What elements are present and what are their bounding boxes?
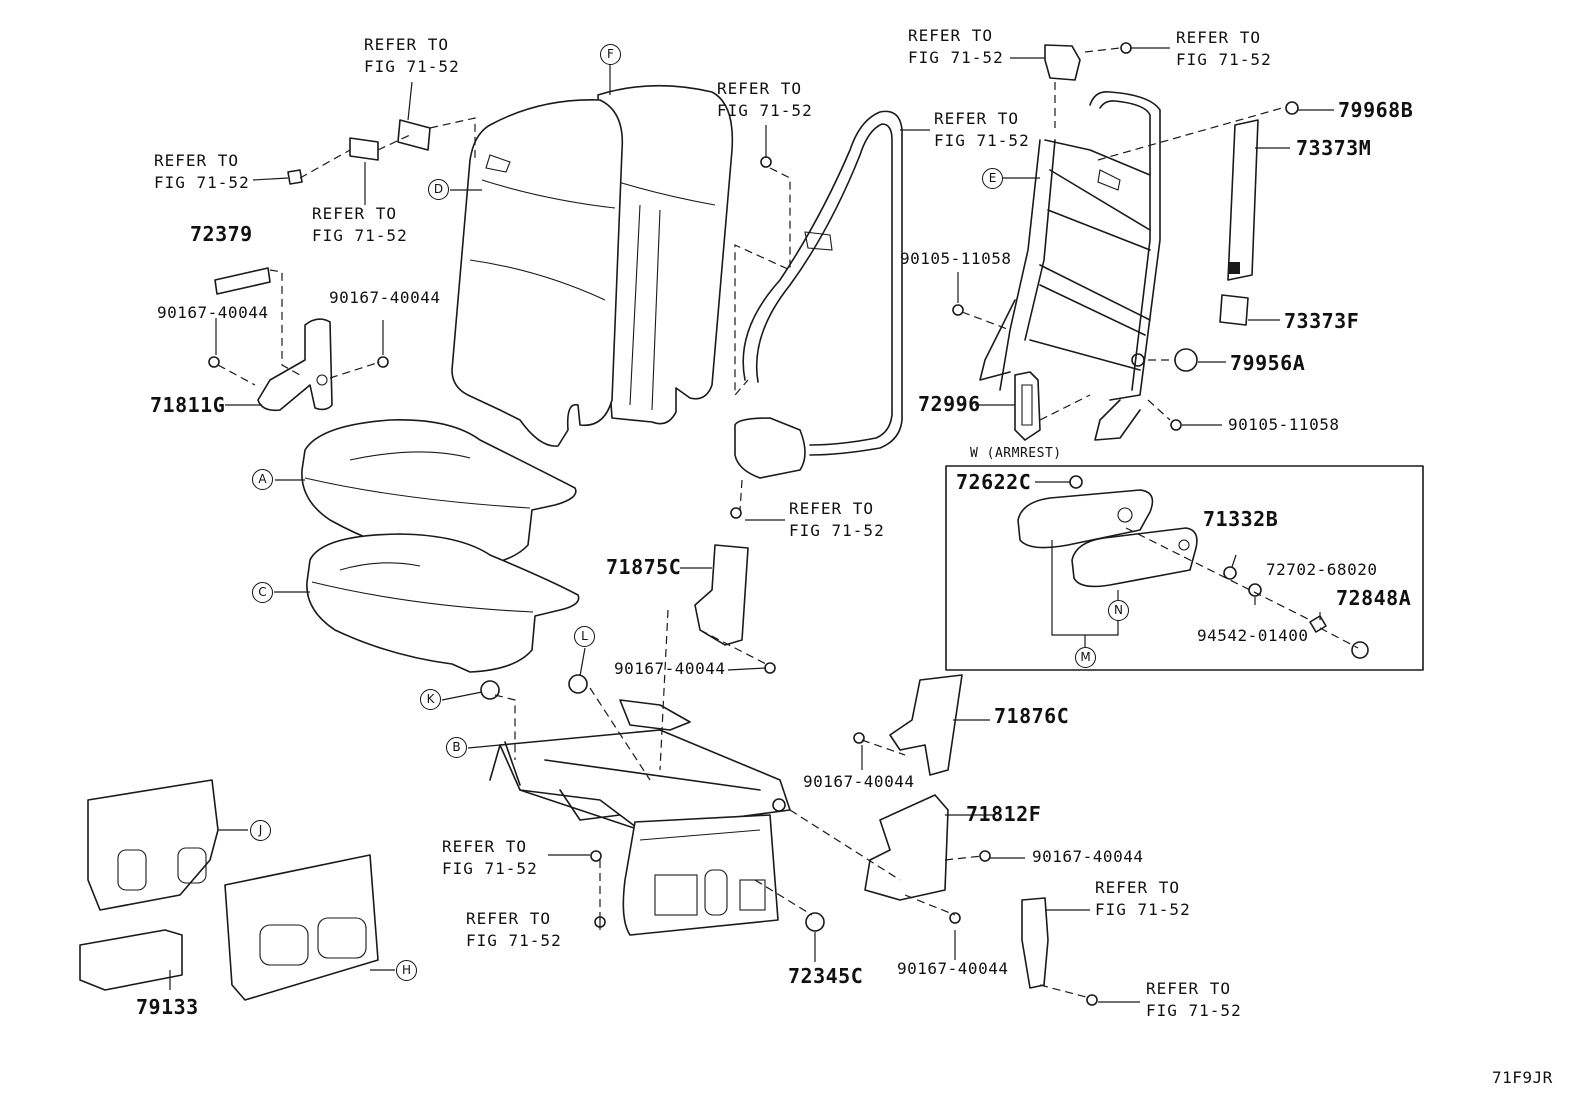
callout-b: B bbox=[446, 737, 467, 758]
callout-n: N bbox=[1108, 600, 1129, 621]
armrest-parts bbox=[1017, 475, 1327, 633]
seat-cushion-cover bbox=[301, 419, 577, 569]
part-90105-11058-lower: 90105-11058 bbox=[1228, 415, 1340, 434]
seatback-pad bbox=[597, 84, 734, 425]
callout-k: K bbox=[420, 689, 441, 710]
plates-71875c-71876c-71812f bbox=[694, 544, 963, 901]
callout-m: M bbox=[1075, 647, 1096, 668]
part-79956a: 79956A bbox=[1230, 351, 1306, 375]
part-71332b: 71332B bbox=[1203, 507, 1279, 531]
callout-e: E bbox=[982, 168, 1003, 189]
part-94542-01400: 94542-01400 bbox=[1197, 626, 1309, 645]
tape-72379 bbox=[214, 267, 271, 295]
part-90167-40044-plate: 90167-40044 bbox=[614, 659, 726, 678]
headrest-guide-parts bbox=[287, 44, 1081, 185]
part-90167-40044-right: 90167-40044 bbox=[1032, 847, 1144, 866]
callout-c: C bbox=[252, 582, 273, 603]
part-71876c: 71876C bbox=[994, 704, 1070, 728]
part-79968b: 79968B bbox=[1338, 98, 1414, 122]
part-90167-40044-bottom: 90167-40044 bbox=[897, 959, 1009, 978]
refer-note-frame-bolt: REFER TO FIG 71-52 bbox=[1176, 28, 1272, 69]
leader-lines bbox=[169, 47, 1334, 1003]
part-72622c: 72622C bbox=[956, 470, 1032, 494]
seatback-frame bbox=[979, 90, 1161, 441]
armrest-box-title: W (ARMREST) bbox=[970, 446, 1062, 461]
assembly-lines bbox=[217, 47, 1359, 999]
part-71875c: 71875C bbox=[606, 555, 682, 579]
refer-note-headrest-top: REFER TO FIG 71-52 bbox=[364, 35, 460, 76]
seat-cushion-pad bbox=[306, 533, 580, 673]
refer-note-retractor-bolt: REFER TO FIG 71-52 bbox=[789, 499, 885, 540]
part-72379: 72379 bbox=[190, 222, 253, 246]
part-79133: 79133 bbox=[136, 995, 199, 1019]
lever-72996 bbox=[1014, 371, 1041, 441]
callout-l: L bbox=[574, 626, 595, 647]
seatback-cover bbox=[451, 99, 624, 447]
refer-note-riser-lower: REFER TO FIG 71-52 bbox=[466, 909, 562, 950]
part-90167-40044-center: 90167-40044 bbox=[329, 288, 441, 307]
part-71812f: 71812F bbox=[966, 802, 1042, 826]
refer-note-riser-upper: REFER TO FIG 71-52 bbox=[442, 837, 538, 878]
refer-note-frame-guide: REFER TO FIG 71-52 bbox=[908, 26, 1004, 67]
fasteners bbox=[208, 42, 1299, 1006]
part-90167-40044-mid: 90167-40044 bbox=[803, 772, 915, 791]
buckle-and-misc bbox=[480, 348, 1369, 989]
recliner-cover-71811g bbox=[257, 318, 333, 412]
seat-riser bbox=[622, 814, 779, 936]
refer-note-belt-bolt: REFER TO FIG 71-52 bbox=[717, 79, 813, 120]
seat-belt bbox=[734, 110, 903, 479]
side-covers-j-h-79133 bbox=[79, 779, 379, 1001]
part-90167-40044-left: 90167-40044 bbox=[157, 303, 269, 322]
refer-note-belt: REFER TO FIG 71-52 bbox=[934, 109, 1030, 150]
refer-note-headrest-support: REFER TO FIG 71-52 bbox=[312, 204, 408, 245]
part-73373f: 73373F bbox=[1284, 309, 1360, 333]
diagram-id: 71F9JR bbox=[1492, 1068, 1553, 1087]
callout-d: D bbox=[428, 179, 449, 200]
callout-j: J bbox=[250, 820, 271, 841]
callout-f: F bbox=[600, 44, 621, 65]
part-90105-11058-upper: 90105-11058 bbox=[900, 249, 1012, 268]
armrest-box bbox=[945, 465, 1424, 671]
refer-note-headrest-left: REFER TO FIG 71-52 bbox=[154, 151, 250, 192]
part-72848a: 72848A bbox=[1336, 586, 1412, 610]
callout-a: A bbox=[252, 469, 273, 490]
part-72996: 72996 bbox=[918, 392, 981, 416]
part-72702-68020: 72702-68020 bbox=[1266, 560, 1378, 579]
part-73373m: 73373M bbox=[1296, 136, 1372, 160]
refer-note-buckle: REFER TO FIG 71-52 bbox=[1095, 878, 1191, 919]
part-71811g: 71811G bbox=[150, 393, 226, 417]
callout-h: H bbox=[396, 960, 417, 981]
part-72345c: 72345C bbox=[788, 964, 864, 988]
rail-cover-73373m bbox=[1219, 119, 1259, 326]
refer-note-buckle-bolt: REFER TO FIG 71-52 bbox=[1146, 979, 1242, 1020]
